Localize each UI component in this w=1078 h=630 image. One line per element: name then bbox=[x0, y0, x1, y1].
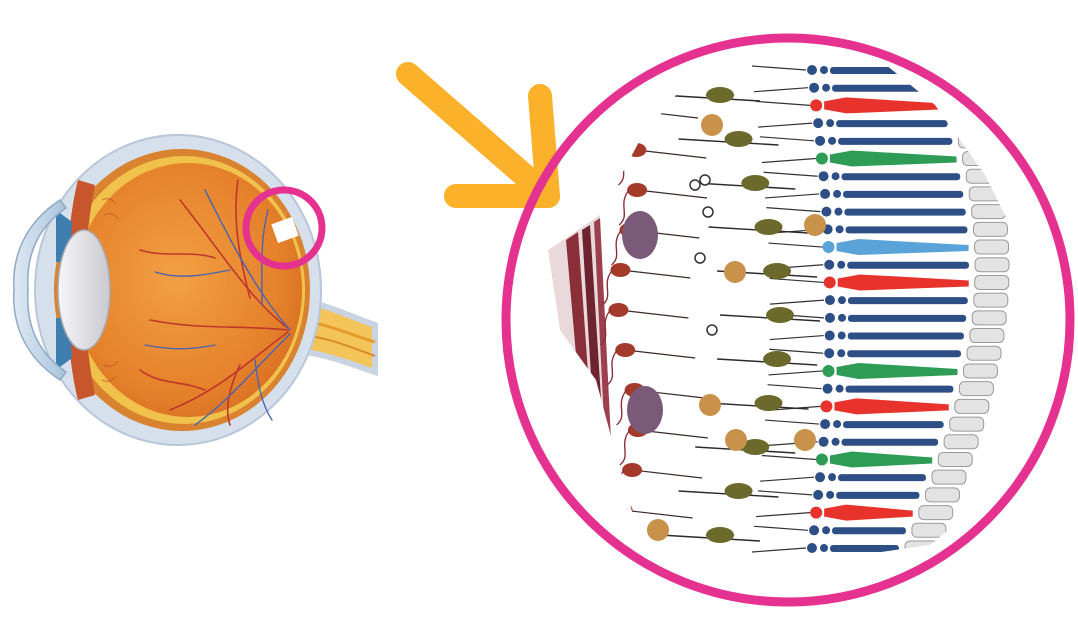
bipolar-cell bbox=[706, 527, 734, 543]
amacrine-cell bbox=[622, 211, 658, 259]
horizontal-cell bbox=[701, 114, 723, 136]
eye-cross-section bbox=[14, 135, 375, 445]
zoom-arrow bbox=[408, 74, 548, 196]
cone-nucleus bbox=[816, 153, 828, 165]
bipolar-cell bbox=[725, 131, 753, 147]
cone-nucleus bbox=[823, 365, 835, 377]
rod-cell bbox=[843, 421, 944, 428]
ganglion-cell bbox=[608, 303, 628, 317]
rod-cell bbox=[836, 120, 947, 127]
lens bbox=[58, 230, 110, 350]
amacrine-cell bbox=[627, 386, 663, 434]
rod-cell bbox=[846, 226, 968, 233]
rod-nucleus bbox=[825, 295, 835, 305]
cone-nucleus bbox=[810, 99, 822, 111]
rod-nucleus bbox=[815, 136, 825, 146]
ganglion-cell bbox=[610, 263, 630, 277]
rod-nucleus bbox=[823, 384, 833, 394]
rod-cell bbox=[832, 85, 937, 92]
bipolar-cell bbox=[741, 175, 769, 191]
rod-nucleus bbox=[820, 189, 830, 199]
rod-nucleus bbox=[819, 437, 829, 447]
rod-cell bbox=[832, 527, 906, 534]
rod-nucleus bbox=[813, 118, 823, 128]
ganglion-cell bbox=[613, 503, 633, 517]
rod-nucleus bbox=[820, 419, 830, 429]
rod-cell bbox=[844, 209, 965, 216]
rod-cell bbox=[843, 191, 963, 198]
rod-nucleus bbox=[813, 490, 823, 500]
rod-nucleus bbox=[824, 348, 834, 358]
bipolar-cell bbox=[766, 307, 794, 323]
rod-cell bbox=[847, 350, 961, 357]
rod-cell bbox=[838, 474, 926, 481]
ganglion-cell bbox=[627, 183, 647, 197]
ganglion-cell bbox=[626, 143, 646, 157]
rod-nucleus bbox=[809, 525, 819, 535]
rod-cell bbox=[848, 315, 966, 322]
ganglion-cell bbox=[622, 463, 642, 477]
horizontal-cell bbox=[724, 261, 746, 283]
rod-nucleus bbox=[819, 171, 829, 181]
rod-cell bbox=[830, 545, 899, 552]
horizontal-cell bbox=[647, 519, 669, 541]
cone-nucleus bbox=[820, 400, 832, 412]
horizontal-cell bbox=[725, 429, 747, 451]
rod-nucleus bbox=[821, 207, 831, 217]
bipolar-cell bbox=[763, 263, 791, 279]
bipolar-cell bbox=[755, 395, 783, 411]
rod-cell bbox=[846, 386, 954, 393]
ganglion-cell bbox=[615, 343, 635, 357]
bipolar-cell bbox=[755, 219, 783, 235]
rod-nucleus bbox=[825, 331, 835, 341]
bipolar-cell bbox=[725, 483, 753, 499]
magnified-retina bbox=[506, 38, 1070, 602]
rod-cell bbox=[842, 439, 939, 446]
horizontal-cell bbox=[699, 394, 721, 416]
cone-nucleus bbox=[816, 453, 828, 465]
rod-nucleus bbox=[807, 543, 817, 553]
cone-nucleus bbox=[824, 276, 836, 288]
rod-cell bbox=[847, 262, 969, 269]
horizontal-cell bbox=[804, 214, 826, 236]
rod-nucleus bbox=[825, 313, 835, 323]
cone-nucleus bbox=[823, 241, 835, 253]
rod-cell bbox=[838, 138, 952, 145]
rod-nucleus bbox=[807, 65, 817, 75]
bipolar-cell bbox=[763, 351, 791, 367]
cone-nucleus bbox=[810, 507, 822, 519]
rod-cell bbox=[848, 297, 968, 304]
bipolar-cell bbox=[706, 87, 734, 103]
rod-cell bbox=[842, 173, 961, 180]
rod-nucleus bbox=[815, 472, 825, 482]
rod-cell bbox=[836, 492, 919, 499]
rod-nucleus bbox=[809, 83, 819, 93]
horizontal-cell bbox=[794, 429, 816, 451]
rod-cell bbox=[848, 333, 964, 340]
rod-nucleus bbox=[824, 260, 834, 270]
ganglion-cell bbox=[618, 103, 638, 117]
